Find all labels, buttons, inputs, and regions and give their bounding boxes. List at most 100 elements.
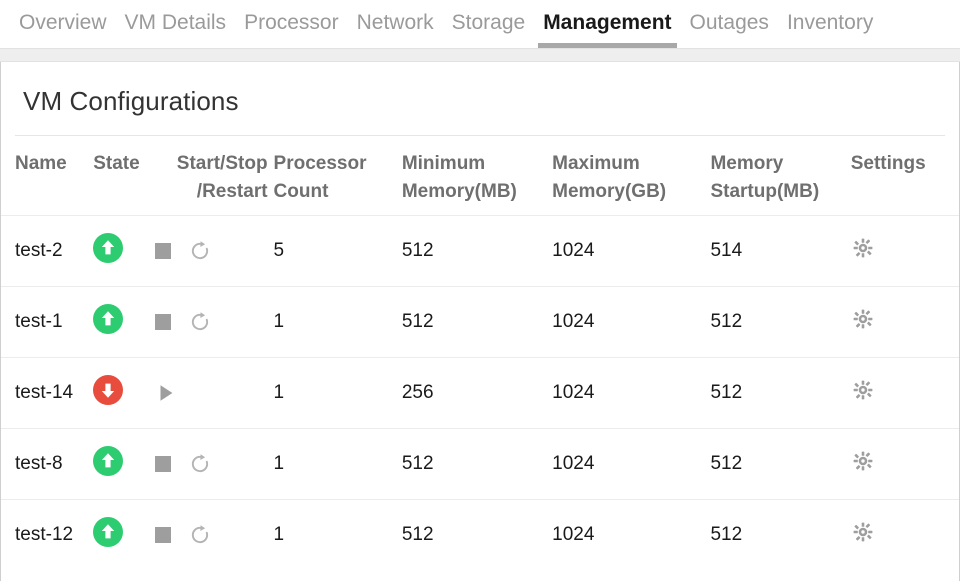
cell-settings [850, 428, 959, 500]
gear-icon[interactable] [851, 307, 875, 331]
cell-processor-count: 1 [273, 286, 402, 358]
column-header-processor-line1: Processor [273, 153, 367, 174]
arrow-up-circle-icon[interactable] [93, 517, 124, 548]
cell-settings [850, 499, 959, 571]
cell-processor-count: 1 [273, 499, 402, 571]
tab-content-separator [0, 48, 960, 62]
arrow-down-circle-icon[interactable] [93, 375, 124, 406]
cell-vm-name: test-2 [1, 215, 94, 287]
cell-vm-name: test-14 [1, 357, 94, 429]
cell-memory-startup: 512 [710, 428, 851, 500]
column-header-processor-line2: Count [273, 180, 329, 202]
arrow-up-circle-icon[interactable] [93, 304, 124, 335]
arrow-up-circle-icon[interactable] [93, 233, 124, 264]
tab-label: Outages [689, 11, 769, 34]
stop-icon[interactable] [155, 456, 172, 473]
cell-start-stop-restart [155, 428, 274, 500]
tab-label: Processor [244, 11, 339, 34]
cell-vm-name: test-1 [1, 286, 94, 358]
start-icon[interactable] [155, 382, 177, 404]
restart-icon[interactable] [189, 240, 211, 262]
cell-vm-state [93, 215, 156, 287]
cell-vm-state [93, 286, 156, 358]
vm-controls [155, 311, 273, 333]
restart-icon[interactable] [189, 524, 211, 546]
restart-icon[interactable] [189, 453, 211, 475]
tab-bar: Overview VM Details Processor Network Storag… [0, 0, 960, 48]
tab-management[interactable]: Management [534, 0, 680, 48]
tab-inventory[interactable]: Inventory [778, 0, 882, 48]
tab-label: Network [356, 11, 434, 34]
cell-vm-name: test-12 [1, 499, 94, 571]
page-title: VM Configurations [23, 86, 239, 116]
cell-memory-startup: 512 [710, 499, 851, 571]
column-header-minimum-memory: Minimum Memory(MB) [402, 136, 552, 216]
table-header: Name State Start/Stop /Restart Processor… [1, 136, 959, 216]
restart-icon[interactable] [189, 311, 211, 333]
tab-label: Storage [451, 11, 526, 34]
cell-memory-startup: 512 [710, 357, 851, 429]
tab-label: Overview [19, 11, 107, 34]
tab-overview[interactable]: Overview [10, 0, 116, 48]
column-header-start-stop-restart: Start/Stop /Restart [155, 136, 273, 216]
tab-network[interactable]: Network [348, 0, 443, 48]
arrow-up-circle-icon[interactable] [93, 446, 124, 477]
column-header-memory-startup: Memory Startup(MB) [710, 136, 850, 216]
cell-memory-startup: 514 [710, 215, 851, 287]
vm-controls [155, 453, 273, 475]
cell-minimum-memory: 512 [401, 215, 553, 287]
column-header-settings: Settings [850, 153, 926, 174]
cell-processor-count: 1 [273, 357, 402, 429]
column-header-min-memory-line2: Memory(MB) [401, 180, 517, 202]
tab-storage[interactable]: Storage [443, 0, 535, 48]
cell-maximum-memory: 1024 [552, 428, 711, 500]
vm-configurations-table: Name State Start/Stop /Restart Processor… [1, 136, 959, 571]
column-header-name: Name [15, 153, 67, 174]
cell-start-stop-restart [155, 499, 274, 571]
title-divider [15, 135, 945, 136]
gear-icon[interactable] [851, 236, 875, 260]
tab-label: Management [543, 11, 672, 34]
cell-vm-name: test-8 [1, 428, 94, 500]
cell-start-stop-restart [155, 357, 274, 429]
tab-outages[interactable]: Outages [681, 0, 778, 48]
cell-maximum-memory: 1024 [552, 215, 711, 287]
column-header-processor-count: Processor Count [274, 136, 402, 216]
column-header-max-memory-line2: Memory(GB) [552, 180, 667, 202]
stop-icon[interactable] [155, 527, 172, 544]
active-tab-indicator [538, 43, 677, 48]
cell-processor-count: 1 [273, 428, 402, 500]
gear-icon[interactable] [851, 449, 875, 473]
cell-settings [850, 286, 959, 358]
gear-icon[interactable] [851, 520, 875, 544]
column-header-start-stop-line1: Start/Stop [176, 153, 268, 174]
cell-vm-state [93, 499, 156, 571]
column-header-startup-line2: Startup(MB) [710, 180, 820, 202]
stop-icon[interactable] [155, 243, 172, 260]
cell-minimum-memory: 512 [401, 286, 553, 358]
tab-processor[interactable]: Processor [235, 0, 348, 48]
vm-controls [155, 240, 273, 262]
cell-minimum-memory: 256 [401, 357, 553, 429]
vm-controls [155, 382, 273, 404]
tab-vm-details[interactable]: VM Details [116, 0, 236, 48]
column-header-state: State [93, 153, 140, 174]
cell-maximum-memory: 1024 [552, 357, 711, 429]
column-header-restart-line2: /Restart [196, 180, 268, 202]
cell-maximum-memory: 1024 [552, 499, 711, 571]
cell-start-stop-restart [155, 215, 274, 287]
column-header-min-memory-line1: Minimum [401, 153, 486, 174]
gear-icon[interactable] [851, 378, 875, 402]
column-header-max-memory-line1: Maximum [552, 153, 640, 174]
cell-vm-state [93, 357, 156, 429]
cell-maximum-memory: 1024 [552, 286, 711, 358]
column-header-maximum-memory: Maximum Memory(GB) [552, 136, 710, 216]
stop-icon[interactable] [155, 314, 172, 331]
tab-label: VM Details [124, 11, 227, 34]
